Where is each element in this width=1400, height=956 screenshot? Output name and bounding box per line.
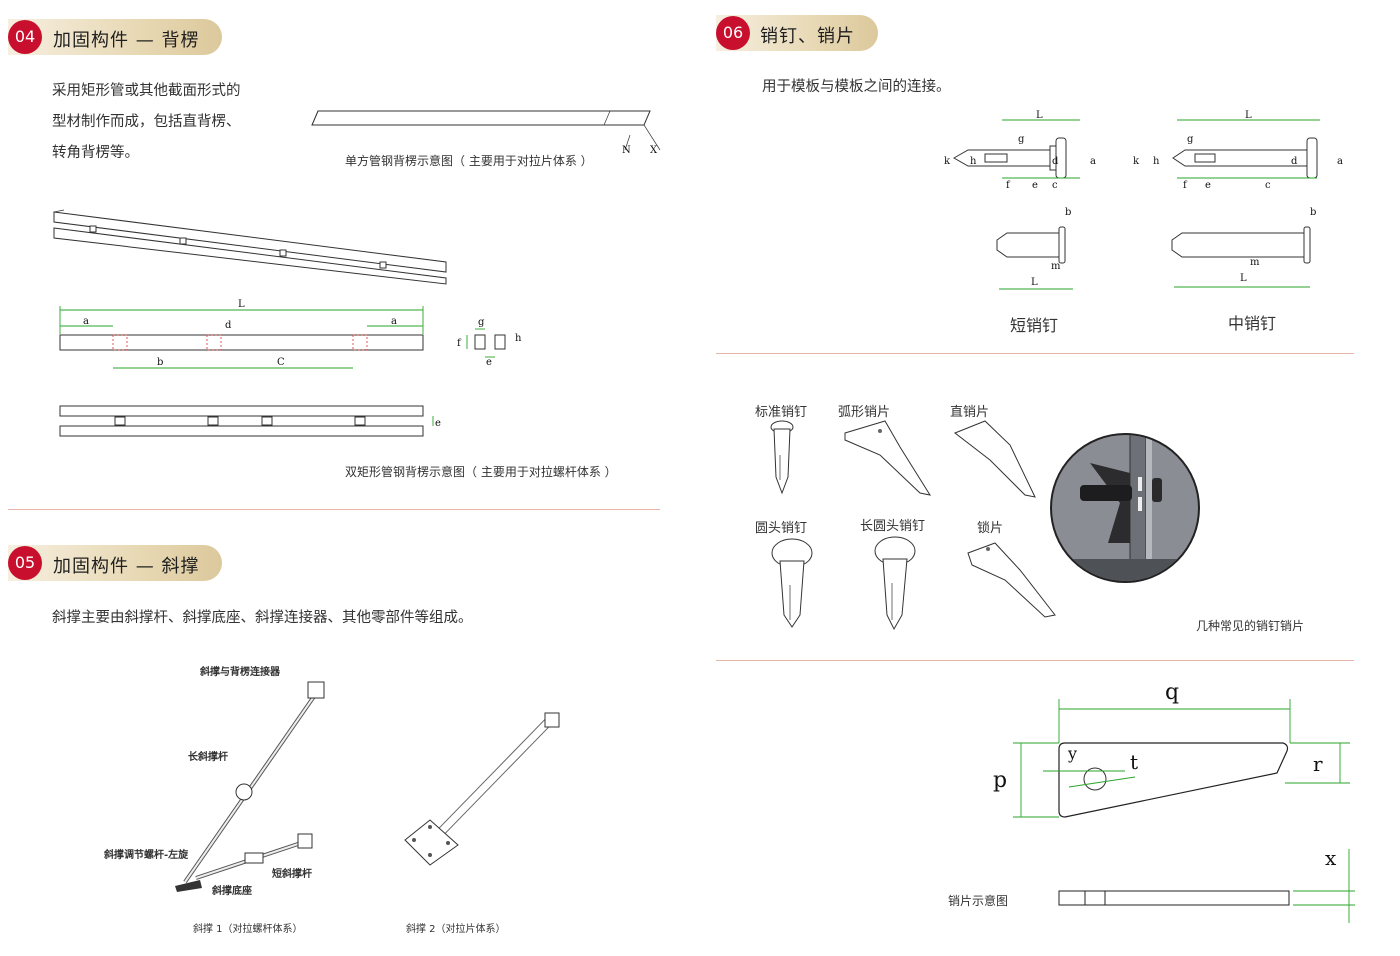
divider-04-05 [8,509,660,510]
pin2-h: h [1153,156,1160,167]
pin1-d: d [1052,156,1059,167]
pin-detail-photo [1050,433,1200,583]
double-tube-caption: 双矩形管钢背楞示意图（ 主要用于对拉螺杆体系 ） [345,465,617,479]
pin1-c: c [1052,180,1058,191]
part-arc-plate-label: 弧形销片 [838,405,891,420]
section-05-badge: 05 [8,546,42,580]
pin2-g: g [1187,134,1194,145]
divider-06-a [716,353,1354,354]
pin1-h: h [970,156,977,167]
dim-e2-label: e [435,418,441,429]
pin2-b: b [1310,207,1316,218]
medium-pin-top-view: L g k h d a f e c [1133,110,1343,191]
pin1-k: k [944,156,951,167]
plate-caption: 销片示意图 [948,894,1009,908]
pin1-a: a [1090,156,1096,167]
label-connector: 斜撑与背楞连接器 [200,667,280,678]
dim-c-label: C [277,357,285,368]
pin1-f: f [1006,180,1011,191]
pin2-L: L [1245,110,1252,121]
pin2-m: m [1250,257,1260,268]
brace-2-diagram [404,712,560,866]
dim-h-label: h [515,333,522,344]
double-beam-plan-diagram: e [59,405,441,437]
pin1-e: e [1032,180,1038,191]
dim-l-label: L [238,299,245,310]
dim-f-label: f [457,338,462,349]
plate-schematic: q y t p r x [993,680,1355,923]
dim-e-label: e [486,357,492,368]
part-round-head-pin-label: 圆头销钉 [755,521,808,536]
section-04-title: 加固构件 — 背楞 [53,30,200,51]
plate-x-label: x [1325,846,1337,870]
pin2-c: c [1265,180,1271,191]
dim-x-label: X [650,145,658,156]
section-06-text: 用于模板与模板之间的连接。 [762,79,951,95]
dim-a-left-label: a [83,316,89,327]
label-short-rod: 短斜撑杆 [272,869,312,880]
brace-2-caption: 斜撑 2（对拉片体系） [406,924,506,935]
dim-g-label: g [478,317,485,328]
plate-t-label: t [1130,750,1138,774]
pin1-b: b [1065,207,1071,218]
beam-dimension-diagram: L a a d b C [59,299,424,369]
label-long-rod: 长斜撑杆 [188,752,228,763]
brace-1-diagram [175,681,325,892]
dim-b-label: b [157,357,163,368]
brace-1-caption: 斜撑 1（对拉螺杆体系） [193,924,303,935]
single-tube-caption: 单方管钢背楞示意图（ 主要用于对拉片体系 ） [345,154,593,168]
short-pin-side-view: b m L [996,207,1073,290]
pin1-m: m [1051,261,1061,272]
plate-q-label: q [1165,680,1179,705]
parts-caption: 几种常见的销钉销片 [1196,619,1305,633]
short-pin-label: 短销钉 [1010,316,1059,335]
part-standard-pin-label: 标准销钉 [755,405,808,420]
section-04-header-bg [8,19,222,55]
section-06-badge: 06 [716,16,750,50]
parts-gallery-drawings [770,420,1056,631]
section-06-title: 销钉、销片 [760,26,855,47]
pin2-L2: L [1240,273,1247,284]
section-04-badge: 04 [8,20,42,54]
short-pin-top-view: L g k h d a f e c [944,110,1096,191]
pin2-f: f [1183,180,1188,191]
dim-d-label: d [225,320,232,331]
section-04-text: 采用矩形管或其他截面形式的型材制作而成，包括直背楞、转角背楞等。 [52,83,241,161]
plate-r-label: r [1313,752,1323,776]
pin1-L: L [1036,110,1043,121]
dim-a-right-label: a [391,316,397,327]
section-05-header-bg [8,545,222,581]
pin2-e: e [1205,180,1211,191]
section-05-text: 斜撑主要由斜撑杆、斜撑底座、斜撑连接器、其他零部件等组成。 [52,610,473,626]
part-lock-plate-label: 锁片 [977,521,1004,536]
pin2-k: k [1133,156,1140,167]
pin1-L2: L [1031,277,1038,288]
single-tube-beam-diagram: N X [311,110,661,156]
plate-y-label: y [1067,744,1077,763]
section-05-title: 加固构件 — 斜撑 [53,556,200,577]
pin2-d: d [1291,156,1298,167]
label-base: 斜撑底座 [212,886,252,897]
dim-n-label: N [622,145,631,156]
beam-cross-section: g f e h [457,317,522,368]
pin2-a: a [1337,156,1343,167]
divider-06-b [716,660,1354,661]
pin1-g: g [1018,134,1025,145]
plate-p-label: p [993,768,1007,793]
label-adjust-screw: 斜撑调节螺杆-左旋 [104,850,189,861]
part-straight-plate-label: 直销片 [950,405,990,420]
double-beam-3d-diagram [53,209,447,285]
part-long-round-head-pin-label: 长圆头销钉 [860,519,926,534]
medium-pin-label: 中销钉 [1228,314,1277,333]
medium-pin-side-view: b m L [1171,207,1316,288]
